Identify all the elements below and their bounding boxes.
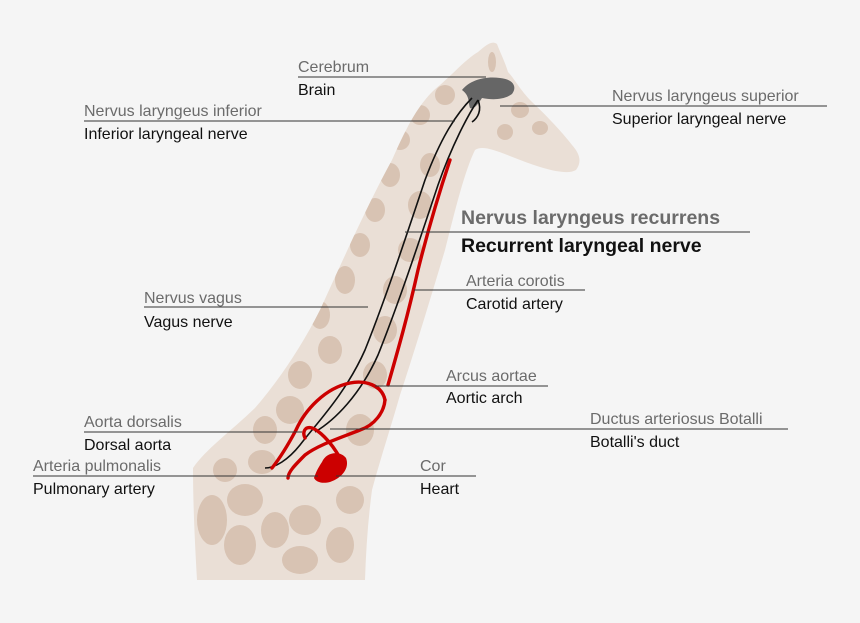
pulmonary-latin-label: Arteria pulmonalis xyxy=(33,458,161,475)
recurrent-label: Recurrent laryngeal nerve xyxy=(461,235,702,257)
heart-label: Heart xyxy=(420,481,460,498)
arch-latin-label: Arcus aortae xyxy=(446,368,537,385)
inferior-latin-label: Nervus laryngeus inferior xyxy=(84,103,263,120)
dorsal-latin-label: Aorta dorsalis xyxy=(84,414,182,431)
carotid-latin-label: Arteria corotis xyxy=(466,273,565,290)
recurrent-latin-label: Nervus laryngeus recurrens xyxy=(461,207,720,229)
dorsal-label: Dorsal aorta xyxy=(84,437,171,454)
inferior-label: Inferior laryngeal nerve xyxy=(84,126,248,143)
pulmonary-label: Pulmonary artery xyxy=(33,481,155,498)
cerebrum-latin-label: Cerebrum xyxy=(298,59,369,76)
cor-latin-label: Cor xyxy=(420,458,446,475)
arch-label: Aortic arch xyxy=(446,390,522,407)
superior-latin-label: Nervus laryngeus superior xyxy=(612,88,799,105)
ductus-latin-label: Ductus arteriosus Botalli xyxy=(590,411,763,428)
vagus-label: Vagus nerve xyxy=(144,314,233,331)
vagus-latin-label: Nervus vagus xyxy=(144,290,242,307)
superior-label: Superior laryngeal nerve xyxy=(612,111,786,128)
carotid-label: Carotid artery xyxy=(466,296,563,313)
brain-label: Brain xyxy=(298,82,335,99)
ductus-label: Botalli's duct xyxy=(590,434,680,451)
